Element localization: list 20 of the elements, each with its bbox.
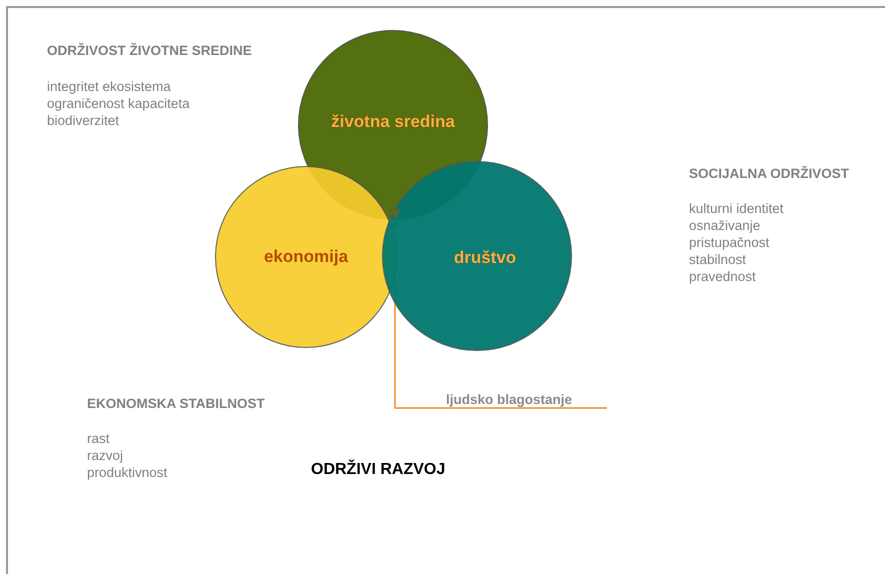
list-item: kulturni identitet [689,200,784,217]
list-item: pristupačnost [689,234,770,251]
circle-label: društvo [454,248,516,268]
intersection-triangle [389,208,401,220]
list-item: osnaživanje [689,217,760,234]
list-item: ograničenost kapaciteta [47,95,190,112]
circle-label: ekonomija [264,247,348,267]
circle-label: životna sredina [331,112,455,132]
section-heading: ODRŽIVOST ŽIVOTNE SREDINE [47,42,252,59]
list-item: produktivnost [87,464,168,481]
list-item: biodiverzitet [47,112,120,129]
list-item: rast [87,430,110,447]
list-item: razvoj [87,447,124,464]
leader-text: ljudsko blagostanje [446,392,607,408]
list-item: stabilnost [689,251,746,268]
section-heading: EKONOMSKA STABILNOST [87,395,265,412]
diagram-caption: ODRŽIVI RAZVOJ [311,461,446,478]
list-item: pravednost [689,268,756,285]
list-item: integritet ekosistema [47,78,171,95]
section-heading: SOCIJALNA ODRŽIVOST [689,165,850,182]
